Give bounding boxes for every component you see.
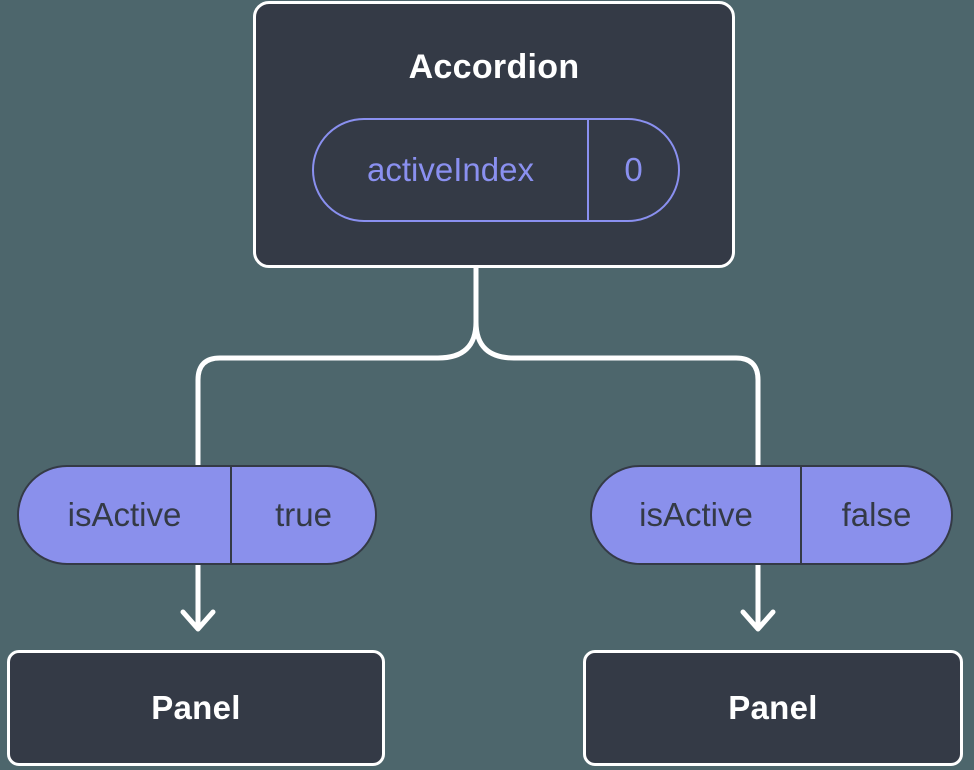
prop-pill-value: true: [230, 467, 375, 563]
prop-pill-name: isActive: [639, 496, 753, 533]
panel-node-title: Panel: [151, 689, 241, 726]
prop-pill-isactive-true: isActive true: [17, 465, 377, 565]
connector-left-branch: [195, 262, 479, 631]
state-pill-value: 0: [587, 120, 678, 220]
panel-node-title: Panel: [728, 689, 818, 726]
panel-node-right: Panel: [583, 650, 963, 766]
accordion-node: Accordion activeIndex 0: [253, 1, 735, 268]
arrow-down-icon: [740, 609, 776, 632]
arrow-down-icon: [180, 609, 216, 632]
prop-pill-isactive-false: isActive false: [590, 465, 953, 565]
prop-pill-name: isActive: [67, 496, 182, 533]
accordion-node-title: Accordion: [408, 48, 580, 86]
prop-pill-value: false: [800, 467, 951, 563]
panel-node-left: Panel: [7, 650, 385, 766]
connector-right-branch: [473, 262, 761, 631]
state-pill-name: activeIndex: [367, 151, 534, 188]
state-pill-activeindex: activeIndex 0: [312, 118, 680, 222]
